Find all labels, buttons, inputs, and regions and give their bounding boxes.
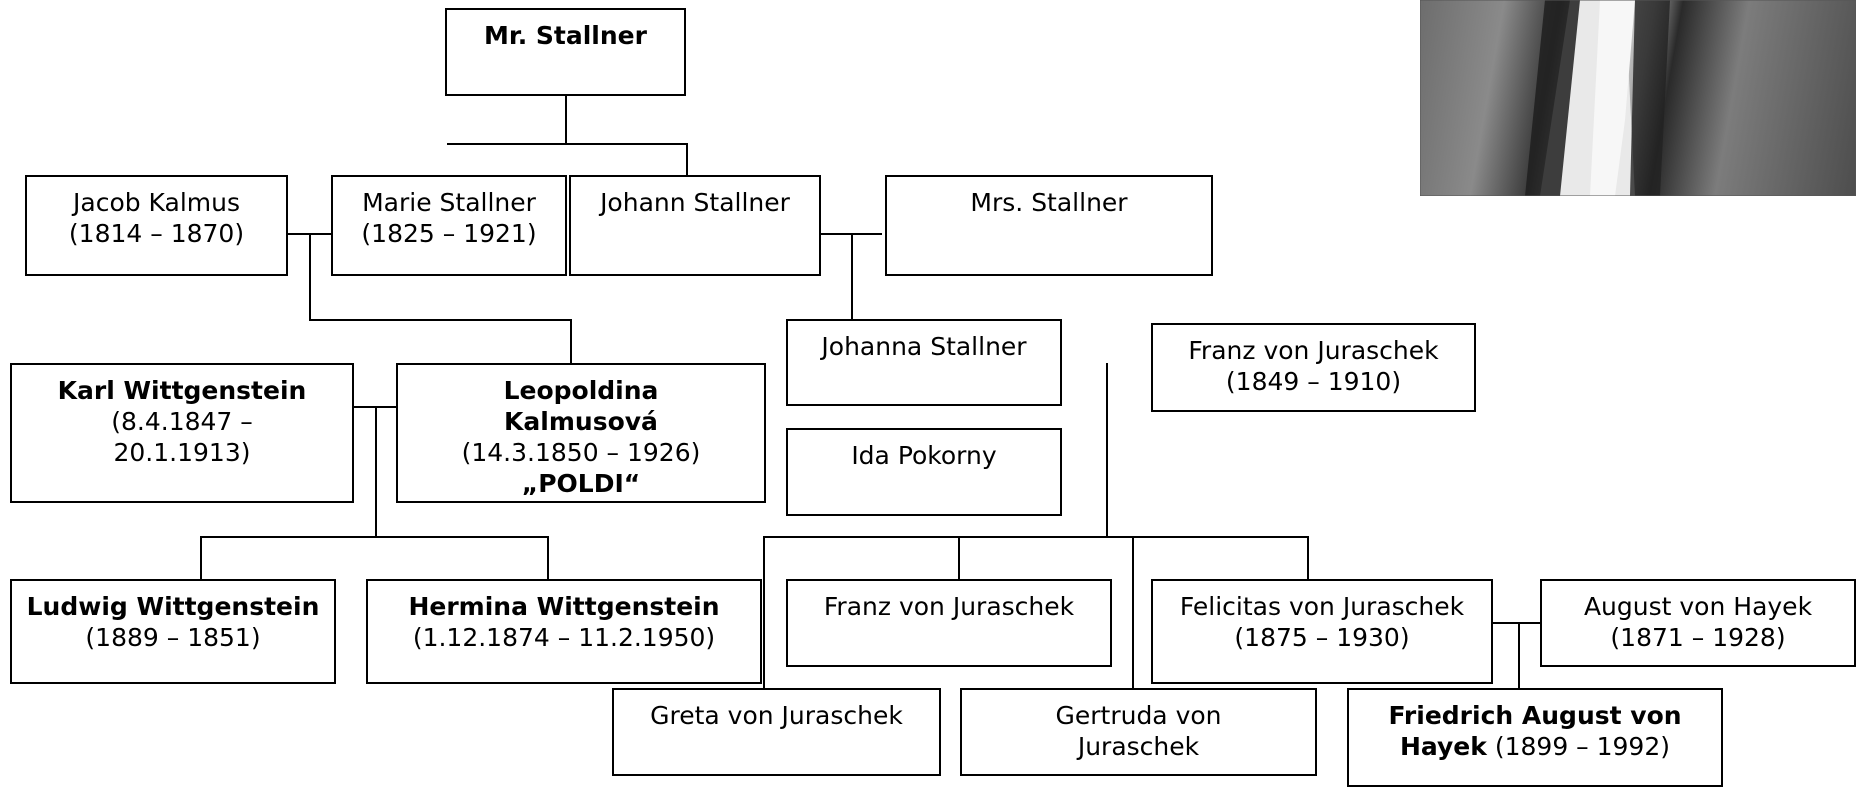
person-name: Franz von Juraschek [1188,336,1439,365]
connector [570,319,572,364]
person-dates: (1849 – 1910) [1225,367,1402,396]
person-nickname: „POLDI“ [521,469,641,498]
person-mrs-stallner: Mrs. Stallner [885,175,1213,276]
person-dates: (1871 – 1928) [1610,623,1786,652]
connector [958,536,960,580]
person-name: Johanna Stallner [821,332,1027,361]
connector [1132,536,1134,690]
person-greta-von-juraschek: Greta von Juraschek [612,688,941,776]
person-dates: (1875 – 1930) [1234,623,1410,652]
connector [547,536,549,580]
person-jacob-kalmus: Jacob Kalmus (1814 – 1870) [25,175,288,276]
person-name: Mr. Stallner [484,21,647,50]
person-leopoldina-kalmusova: Leopoldina Kalmusová (14.3.1850 – 1926) … [396,363,766,503]
person-name: Ludwig Wittgenstein [26,592,320,621]
person-name: Hermina Wittgenstein [408,592,720,621]
connector [200,536,202,580]
person-marie-stallner: Marie Stallner (1825 – 1921) [331,175,567,276]
person-dates: (1889 – 1851) [85,623,261,652]
person-gertruda-von-juraschek: Gertruda von Juraschek [960,688,1317,776]
person-name: Franz von Juraschek [823,592,1075,621]
person-franz-von-juraschek-jr: Franz von Juraschek [786,579,1112,667]
person-august-von-hayek: August von Hayek (1871 – 1928) [1540,579,1856,667]
person-karl-wittgenstein: Karl Wittgenstein (8.4.1847 – 20.1.1913) [10,363,354,503]
connector [309,319,571,321]
person-dates: (1814 – 1870) [68,219,245,248]
connector [375,406,377,536]
person-name: Marie Stallner [362,188,536,217]
connector [565,95,567,143]
person-dates: (1.12.1874 – 11.2.1950) [412,623,716,652]
person-dates: (14.3.1850 – 1926) [461,438,701,467]
portrait-photo [1420,0,1856,196]
person-ludwig-wittgenstein: Ludwig Wittgenstein (1889 – 1851) [10,579,336,684]
connector [686,143,688,175]
person-name: Jacob Kalmus [73,188,240,217]
person-dates: (1899 – 1992) [1494,732,1670,761]
person-dates: (8.4.1847 – 20.1.1913) [111,407,253,467]
connector [763,536,765,690]
person-johann-stallner: Johann Stallner [569,175,821,276]
person-name: Ida Pokorny [851,441,997,470]
connector [1492,622,1542,624]
connector [309,233,311,320]
connector [1307,536,1309,580]
person-name: Mrs. Stallner [970,188,1128,217]
person-friedrich-august-von-hayek: Friedrich August von Hayek (1899 – 1992) [1347,688,1723,787]
person-name: Karl Wittgenstein [57,376,307,405]
person-felicitas-von-juraschek: Felicitas von Juraschek (1875 – 1930) [1151,579,1493,684]
person-mr-stallner: Mr. Stallner [445,8,686,96]
person-name: Felicitas von Juraschek [1179,592,1465,621]
connector [1106,363,1108,537]
connector [851,233,853,319]
person-name: Greta von Juraschek [650,701,903,730]
person-ida-pokorny: Ida Pokorny [786,428,1062,516]
person-name: Leopoldina Kalmusová [503,376,659,436]
connector [763,536,1309,538]
connector [447,143,687,145]
person-name: Gertruda von Juraschek [1055,701,1222,761]
person-franz-von-juraschek-sr: Franz von Juraschek (1849 – 1910) [1151,323,1476,412]
connector [1518,622,1520,690]
person-johanna-stallner: Johanna Stallner [786,319,1062,406]
person-name: August von Hayek [1583,592,1813,621]
person-name: Johann Stallner [600,188,790,217]
connector [200,536,549,538]
person-hermina-wittgenstein: Hermina Wittgenstein (1.12.1874 – 11.2.1… [366,579,762,684]
person-name: Friedrich August von Hayek [1388,701,1682,761]
person-dates: (1825 – 1921) [361,219,537,248]
